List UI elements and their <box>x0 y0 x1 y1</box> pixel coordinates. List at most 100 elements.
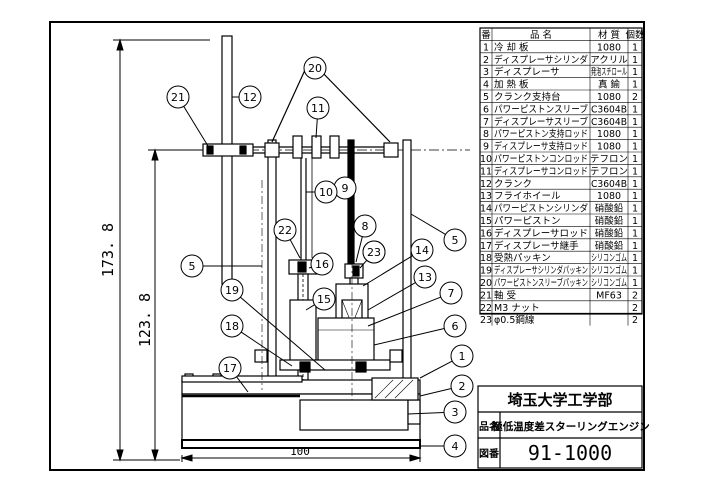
svg-text:C3604B: C3604B <box>591 104 627 115</box>
balloon-9: 9 <box>333 176 357 200</box>
svg-text:2: 2 <box>632 290 638 301</box>
svg-text:アクリル: アクリル <box>590 55 628 66</box>
svg-text:1: 1 <box>632 228 638 239</box>
balloon-22: 22 <box>273 218 301 259</box>
svg-text:1: 1 <box>632 80 638 91</box>
svg-text:受熱パッキン: 受熱パッキン <box>494 252 551 264</box>
svg-text:15: 15 <box>480 216 492 227</box>
svg-text:M3 ナット: M3 ナット <box>494 303 540 314</box>
svg-text:硝酸鉛: 硝酸鉛 <box>595 215 624 227</box>
balloon-12: 12 <box>232 85 262 109</box>
svg-text:21: 21 <box>480 290 492 301</box>
svg-text:ディスプレーサ: ディスプレーサ <box>494 66 560 78</box>
svg-text:1: 1 <box>632 191 638 202</box>
svg-text:1: 1 <box>632 142 638 153</box>
svg-text:MF63: MF63 <box>596 290 622 301</box>
part-balloons: 1234556789101112131415161718192021222323 <box>166 56 474 458</box>
svg-text:発泡スチロール: 発泡スチロール <box>591 66 627 78</box>
svg-text:16: 16 <box>480 228 492 239</box>
svg-text:15: 15 <box>317 293 331 306</box>
svg-text:2: 2 <box>632 315 638 326</box>
svg-text:1080: 1080 <box>597 191 621 202</box>
svg-text:1: 1 <box>632 104 638 115</box>
dimension-overall-height-label: 173. 8 <box>99 223 117 277</box>
svg-text:C3604B: C3604B <box>591 117 627 128</box>
svg-text:13: 13 <box>418 271 432 284</box>
svg-text:クランク: クランク <box>494 179 532 190</box>
balloon-10: 10 <box>306 180 338 204</box>
svg-text:1: 1 <box>632 204 638 215</box>
engine-assembly <box>181 35 470 449</box>
bom-header-3: 個数 <box>625 29 645 41</box>
svg-text:ディスプレーサコンロッド: ディスプレーサコンロッド <box>494 165 588 177</box>
svg-text:17: 17 <box>223 362 237 375</box>
svg-text:テフロン: テフロン <box>590 166 628 177</box>
svg-text:19: 19 <box>225 284 239 297</box>
svg-text:5: 5 <box>189 260 196 273</box>
svg-text:パワーピストンスリーブ: パワーピストンスリーブ <box>494 103 588 115</box>
svg-text:19: 19 <box>480 266 492 277</box>
svg-text:パワーピストン: パワーピストン <box>494 216 561 227</box>
title-org: 埼玉大学工学部 <box>507 391 612 409</box>
bom-header-1: 品 名 <box>530 29 552 41</box>
balloon-16: 16 <box>308 252 334 276</box>
svg-text:1080: 1080 <box>597 129 621 140</box>
svg-text:シリコンゴム: シリコンゴム <box>591 277 627 289</box>
svg-text:12: 12 <box>480 179 492 190</box>
svg-text:シリコンゴム: シリコンゴム <box>591 265 627 277</box>
svg-text:パワーピストンシリンダ: パワーピストンシリンダ <box>494 203 588 215</box>
svg-text:1: 1 <box>632 278 638 289</box>
bom-header-2: 材 質 <box>598 29 620 41</box>
balloon-4: 4 <box>420 434 467 458</box>
balloon-14: 14 <box>362 238 434 287</box>
svg-text:1080: 1080 <box>597 142 621 153</box>
svg-text:1: 1 <box>632 266 638 277</box>
balloon-2: 2 <box>419 374 474 398</box>
svg-text:11: 11 <box>480 166 492 177</box>
svg-text:22: 22 <box>480 303 492 314</box>
svg-text:3: 3 <box>452 406 459 419</box>
dimension-overall-height <box>113 38 210 462</box>
svg-text:1: 1 <box>632 129 638 140</box>
balloon-3: 3 <box>407 400 467 424</box>
balloon-5: 5 <box>410 213 467 252</box>
svg-text:軸 受: 軸 受 <box>494 289 516 301</box>
svg-text:1: 1 <box>632 117 638 128</box>
svg-text:18: 18 <box>225 320 239 333</box>
svg-text:2: 2 <box>632 92 638 103</box>
svg-text:14: 14 <box>415 244 429 257</box>
title-dwg-label: 図番 <box>479 447 500 460</box>
svg-text:1: 1 <box>632 216 638 227</box>
svg-text:4: 4 <box>452 440 459 453</box>
svg-text:21: 21 <box>171 91 185 104</box>
svg-text:ディスプレーサ継手: ディスプレーサ継手 <box>494 240 579 252</box>
svg-text:シリコンゴム: シリコンゴム <box>591 252 627 264</box>
balloon-21: 21 <box>166 85 209 147</box>
svg-text:6: 6 <box>452 320 459 333</box>
svg-text:23: 23 <box>367 246 381 259</box>
svg-text:1: 1 <box>632 179 638 190</box>
svg-text:2: 2 <box>459 380 466 393</box>
svg-text:11: 11 <box>311 102 325 115</box>
balloon-1: 1 <box>419 344 474 379</box>
svg-text:パワーピストンスリーブパッキン: パワーピストンスリーブパッキン <box>494 277 588 289</box>
svg-text:5: 5 <box>483 92 489 103</box>
svg-text:パワーピストン支持ロッド: パワーピストン支持ロッド <box>494 128 588 140</box>
svg-text:18: 18 <box>480 253 492 264</box>
